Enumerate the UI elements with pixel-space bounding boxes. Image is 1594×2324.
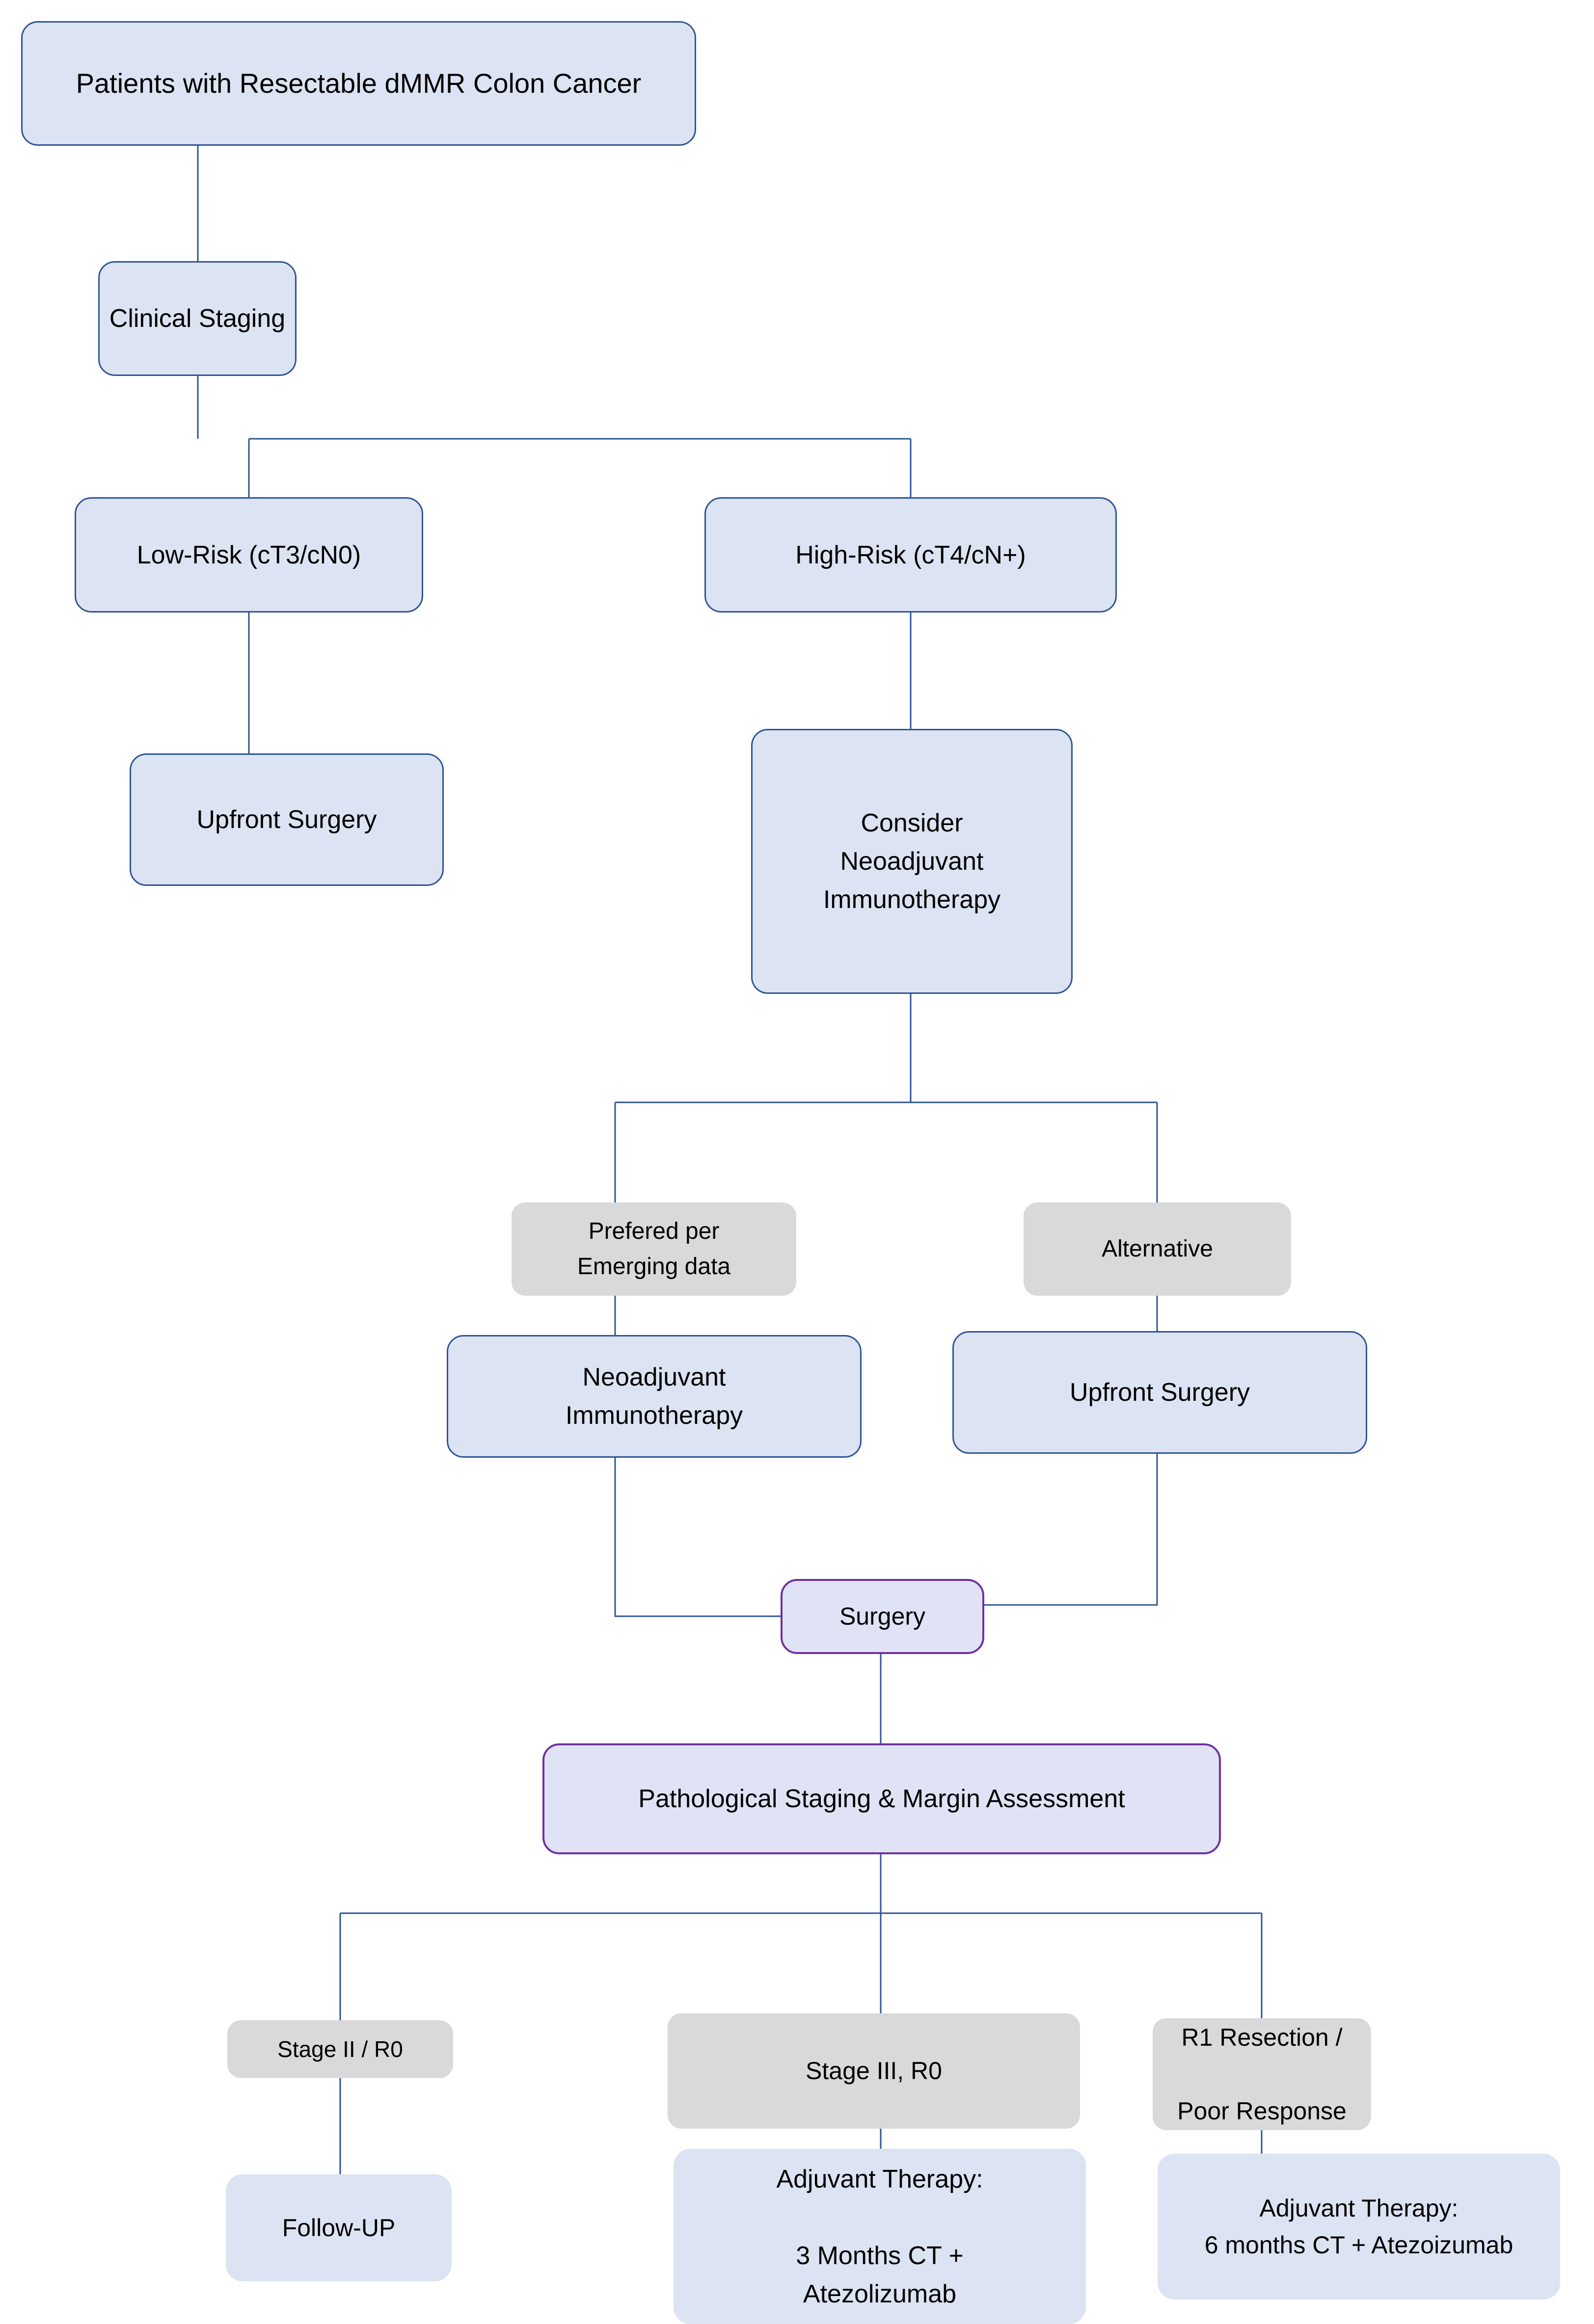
node-stage-ii-r0[interactable]: Stage II / R0 bbox=[227, 2020, 453, 2078]
connector-upfront-down-to-surgery bbox=[984, 1454, 1158, 1606]
node-pathological-staging[interactable]: Pathological Staging & Margin Assessment bbox=[542, 1743, 1221, 1854]
node-consider-neoadjuvant[interactable]: Consider Neoadjuvant Immunotherapy bbox=[751, 729, 1073, 994]
node-high-risk[interactable]: High-Risk (cT4/cN+) bbox=[704, 497, 1117, 613]
node-adjuvant-3-months[interactable]: Adjuvant Therapy: 3 Months CT + Atezoliz… bbox=[674, 2149, 1086, 2324]
node-neoadjuvant-immunotherapy[interactable]: Neoadjuvant Immunotherapy bbox=[447, 1335, 862, 1458]
node-r1-resection-poor-response[interactable]: R1 Resection / Poor Response bbox=[1153, 2018, 1371, 2130]
node-clinical-staging[interactable]: Clinical Staging bbox=[98, 261, 297, 376]
node-upfront-surgery-alt[interactable]: Upfront Surgery bbox=[952, 1331, 1367, 1454]
node-surgery[interactable]: Surgery bbox=[781, 1579, 984, 1654]
connector-neoadjuvant-down-to-surgery bbox=[614, 1458, 781, 1617]
node-follow-up[interactable]: Follow-UP bbox=[226, 2174, 452, 2281]
node-alternative[interactable]: Alternative bbox=[1024, 1202, 1291, 1296]
node-adjuvant-6-months[interactable]: Adjuvant Therapy: 6 months CT + Atezoizu… bbox=[1158, 2154, 1560, 2299]
node-stage-iii-r0[interactable]: Stage III, R0 bbox=[668, 2013, 1080, 2129]
node-upfront-surgery-low[interactable]: Upfront Surgery bbox=[130, 753, 444, 886]
node-low-risk[interactable]: Low-Risk (cT3/cN0) bbox=[75, 497, 423, 613]
node-prefered-per-emerging-data[interactable]: Prefered per Emerging data bbox=[512, 1202, 796, 1296]
node-patients[interactable]: Patients with Resectable dMMR Colon Canc… bbox=[21, 21, 696, 146]
